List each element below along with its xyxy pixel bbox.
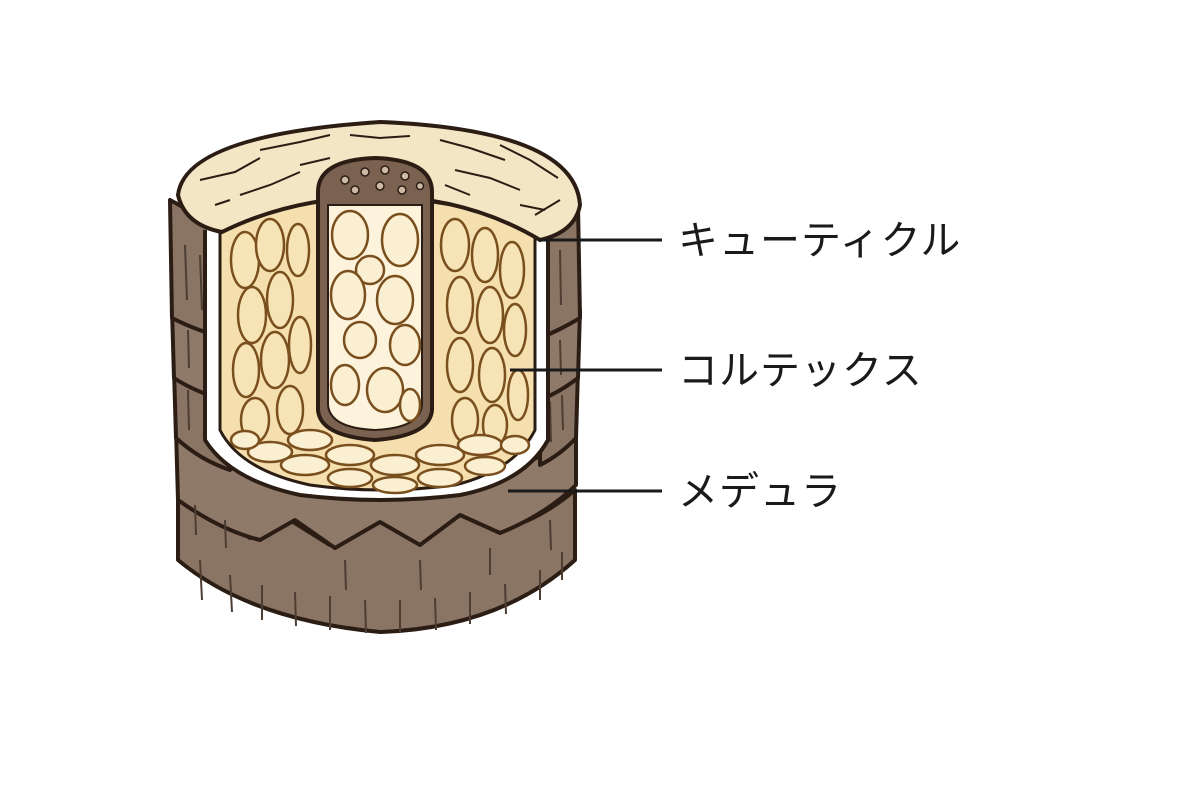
label-medulla: メデュラ bbox=[678, 469, 842, 515]
medulla-cap-pores bbox=[340, 165, 425, 195]
label-cortex: コルテックス bbox=[678, 348, 923, 394]
cortex-floor-cells bbox=[229, 428, 531, 495]
cuticle-texture bbox=[184, 244, 564, 634]
medulla-cells bbox=[329, 209, 422, 423]
top-face-cracks bbox=[199, 134, 561, 216]
leader-lines bbox=[508, 238, 662, 493]
label-cuticle: キューティクル bbox=[678, 218, 962, 264]
cortex-cells bbox=[229, 217, 530, 447]
